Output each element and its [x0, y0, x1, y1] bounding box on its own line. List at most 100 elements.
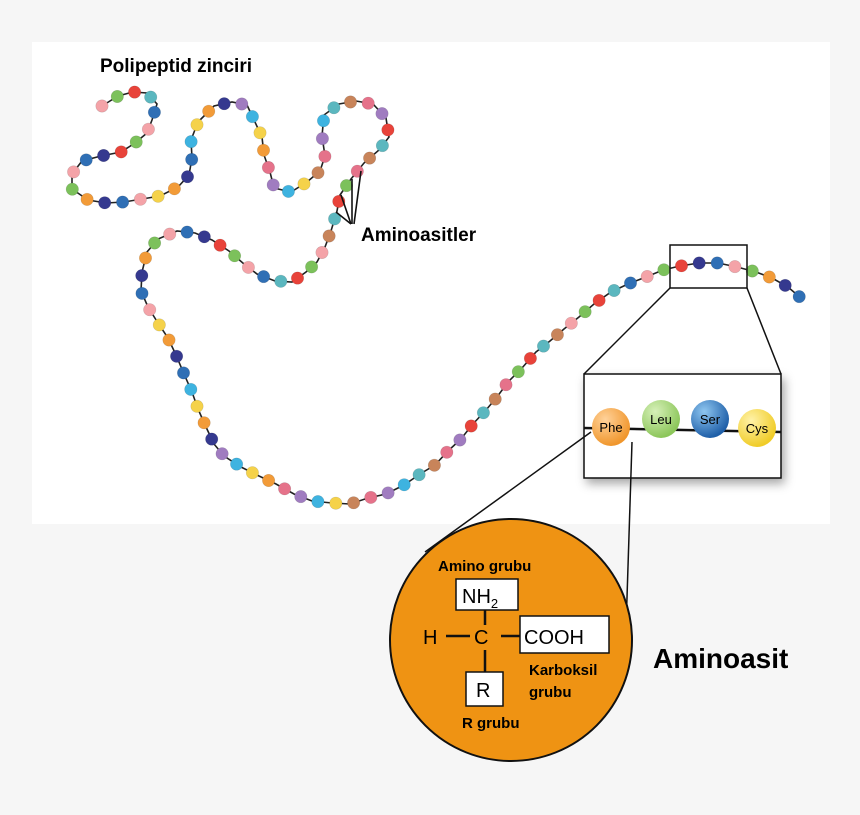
amino-acid-bead — [363, 151, 377, 165]
amino-acid-bead — [98, 196, 112, 210]
amino-acid-bead — [523, 351, 537, 365]
pointer-line — [353, 170, 362, 225]
amino-acid-bead — [745, 264, 759, 278]
amino-acid-bead — [311, 166, 325, 180]
amino-acid-bead — [128, 85, 142, 99]
amino-acid-bead — [135, 269, 149, 283]
amino-acid-bead — [290, 271, 304, 285]
amino-acid-bead — [339, 179, 353, 193]
amino-acid-bead — [135, 286, 149, 300]
amino-acid-heading: Aminoasit — [653, 643, 788, 674]
amino-acid-bead — [375, 107, 389, 121]
amino-acid-bead — [322, 229, 336, 243]
amino-acid-bead — [578, 305, 592, 319]
amino-acid-bead — [253, 126, 267, 140]
amino-acid-bead — [710, 256, 724, 270]
amino-acid-bead — [440, 445, 454, 459]
amino-acid-bead — [228, 249, 242, 263]
amino-acid-bead — [488, 392, 502, 406]
amino-acid-bead — [311, 495, 325, 509]
pointer-line — [340, 194, 352, 225]
nh2-box — [455, 578, 519, 611]
amino-acid-bead — [197, 416, 211, 430]
amino-acid-bead — [245, 110, 259, 124]
amino-acid-bead — [144, 90, 158, 104]
amino-acid-bead — [202, 104, 216, 118]
amino-acid-bead — [412, 468, 426, 482]
amino-acid-bead — [257, 270, 271, 284]
amino-acid-bead — [167, 182, 181, 196]
residue-label: Ser — [700, 412, 721, 427]
amino-acid-bead — [190, 399, 204, 413]
amino-acid-bead — [381, 123, 395, 137]
residue-label: Cys — [746, 421, 769, 436]
amino-acid-bead — [261, 161, 275, 175]
amino-acid-bead — [464, 419, 478, 433]
amino-acid-bead — [95, 99, 109, 113]
nh2-text: NH2 — [462, 586, 498, 611]
amino-acid-bead — [152, 318, 166, 332]
amino-acid-bead — [762, 270, 776, 284]
amino-acid-bead — [550, 328, 564, 342]
r-group-label: R grubu — [462, 715, 520, 732]
amino-acid-bead — [215, 447, 229, 461]
hydrogen-atom: H — [423, 627, 437, 649]
amino-acid-bead — [217, 97, 231, 111]
amino-acid-bead — [139, 251, 153, 265]
amino-acid-bead — [315, 132, 329, 146]
amino-acid-bead — [327, 101, 341, 115]
amino-acid-bead — [180, 225, 194, 239]
amino-acid-bead — [235, 97, 249, 111]
residue-bead — [738, 409, 776, 447]
amino-acid-bead — [133, 192, 147, 206]
r-text: R — [476, 680, 490, 702]
amino-acid-bead — [536, 339, 550, 353]
amino-acid-bead — [564, 316, 578, 330]
amino-acid-circle — [389, 518, 633, 762]
amino-acid-bead — [163, 227, 177, 241]
amino-acid-bead — [185, 153, 199, 167]
amino-acid-bead — [728, 260, 742, 274]
amino-acid-bead — [116, 195, 130, 209]
amino-acid-bead — [147, 105, 161, 119]
amino-acid-bead — [294, 490, 308, 504]
amino-acid-bead — [151, 189, 165, 203]
amino-acid-bead — [427, 458, 441, 472]
amino-acid-bead — [97, 149, 111, 163]
amino-acid-bead — [692, 256, 706, 270]
amino-acid-bead — [256, 143, 270, 157]
structure-connector — [424, 431, 592, 553]
r-box — [465, 671, 504, 707]
amino-acid-bead — [375, 139, 389, 153]
residue-label: Leu — [650, 412, 672, 427]
amino-acid-bead — [80, 192, 94, 206]
amino-acid-bead — [65, 182, 79, 196]
amino-acid-bead — [328, 212, 342, 226]
amino-acid-bead — [141, 122, 155, 136]
amino-acid-bead — [110, 90, 124, 104]
residue-bead — [592, 408, 630, 446]
amino-acid-bead — [213, 238, 227, 252]
amino-acid-bead — [297, 177, 311, 191]
amino-acid-bead — [511, 365, 525, 379]
amino-acid-bead — [278, 482, 292, 496]
amino-acid-bead — [274, 274, 288, 288]
amino-acid-structure: Amino grubu NH2 H C COOH R Karboksil gru… — [389, 518, 633, 762]
amino-acid-bead — [281, 184, 295, 198]
amino-acid-bead — [397, 478, 411, 492]
amino-acid-bead — [241, 260, 255, 274]
amino-acid-bead — [305, 260, 319, 274]
amino-acid-bead — [674, 259, 688, 273]
amino-acid-bead — [316, 114, 330, 128]
pointer-line — [335, 211, 352, 225]
amino-acid-bead — [79, 153, 93, 167]
amino-acid-bead — [129, 135, 143, 149]
zoom-connector — [583, 287, 671, 375]
residue-ser: Ser — [691, 400, 729, 438]
amino-acid-bead — [170, 349, 184, 363]
cooh-text: COOH — [524, 627, 584, 649]
amino-acid-bead — [343, 95, 357, 109]
amino-acid-bead — [177, 366, 191, 380]
amino-acid-bead — [184, 135, 198, 149]
